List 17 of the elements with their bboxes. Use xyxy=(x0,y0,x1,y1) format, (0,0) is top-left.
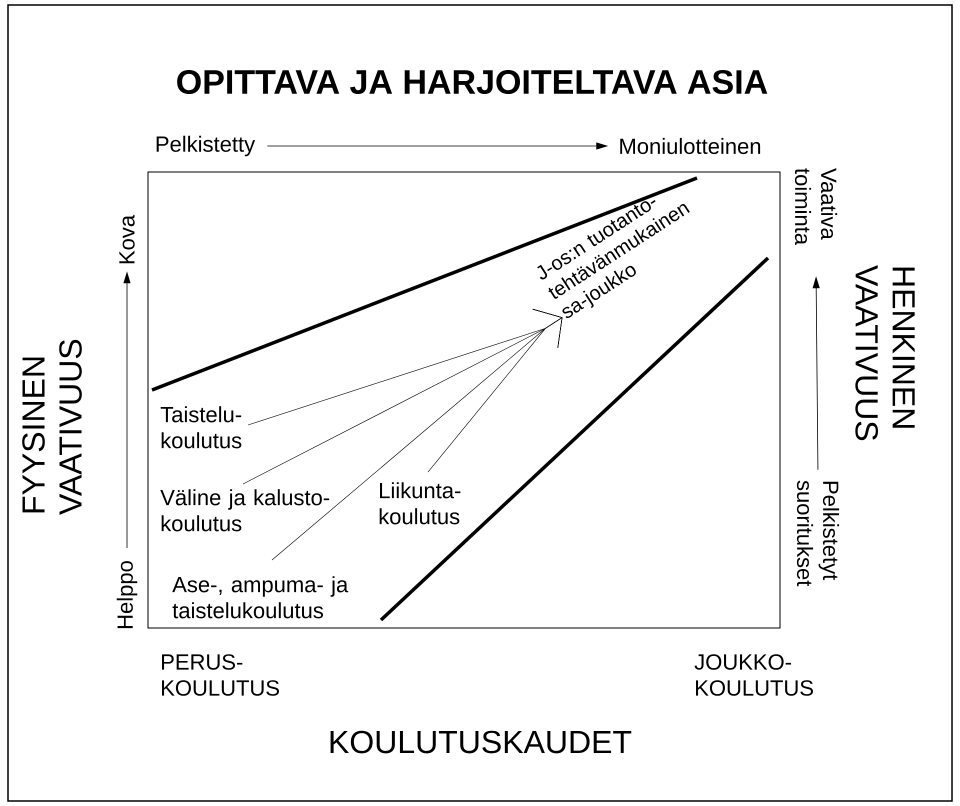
axis-label: Moniulotteinen xyxy=(620,138,760,154)
period-label: PERUS- KOULUTUS xyxy=(162,654,279,696)
period-label: JOUKKO- KOULUTUS xyxy=(694,654,813,696)
axis-label: Kova xyxy=(119,214,135,264)
title: OPITTAVA JA HARJOITELTAVA ASIA xyxy=(177,70,768,94)
axis-label: Helppo xyxy=(116,561,138,628)
axis-label: Ase-, ampuma- ja taistelukoulutus xyxy=(172,576,348,618)
axis-label: Liikunta- koulutus xyxy=(380,482,460,524)
axis-title: HENKINEN VAATIVUUS xyxy=(855,265,915,440)
axis-label: Pelkistetty xyxy=(156,136,256,156)
axis-title: FYYSINEN VAATIVUUS xyxy=(22,340,82,515)
axis-label: Väline ja kalusto- koulutus xyxy=(160,489,330,532)
axis-label: Vaativa toiminta xyxy=(794,168,838,246)
axis-label: Taistelu- koulutus xyxy=(160,406,242,448)
axis-title: KOULUTUSKAUDET xyxy=(330,730,632,754)
arrow xyxy=(428,308,562,472)
axis-label: Pelkistetyt suoritukset xyxy=(796,480,840,586)
